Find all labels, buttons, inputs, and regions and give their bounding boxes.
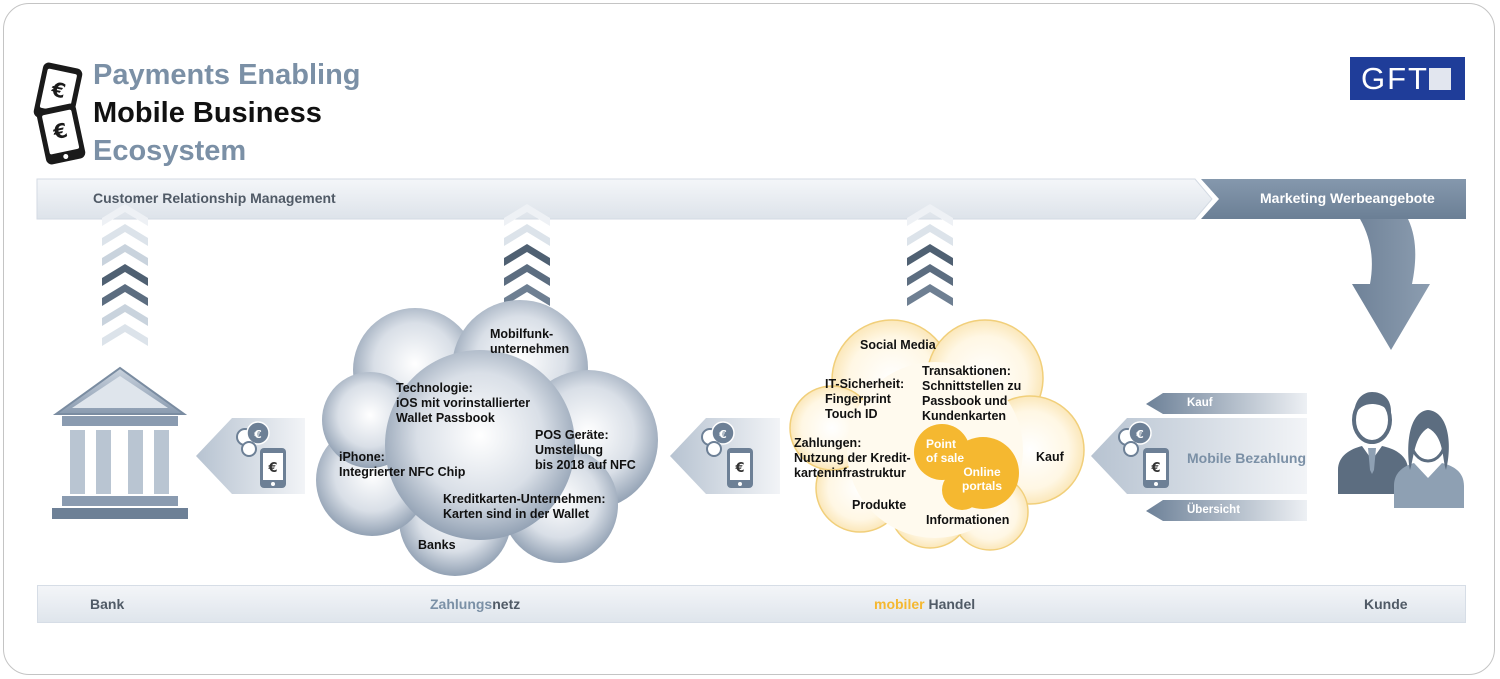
zahl-line-3: karteninfrastruktur [794, 466, 906, 480]
bottom-category-bar [37, 585, 1466, 623]
iphone-label: iPhone: Integrierter NFC Chip [339, 450, 465, 480]
mobilfunk-label: Mobilfunk- unternehmen [490, 327, 569, 357]
trans-line-1: Transaktionen: [922, 364, 1011, 378]
mobile-bezahlung-label: Mobile Bezahlung [1187, 450, 1306, 466]
euro-coins-icon: € [701, 421, 735, 457]
iphone-line-1: iPhone: [339, 450, 385, 464]
it-line-2: Fingerprint [825, 392, 891, 406]
chevron-up-stack-bank [102, 204, 148, 346]
bottom-label-zahlungsnetz: Zahlungsnetz [430, 596, 520, 612]
kredit-line-2: Karten sind in der Wallet [443, 507, 590, 521]
mobilfunk-line-1: Mobilfunk- [490, 327, 554, 341]
gft-logo: GFT [1350, 57, 1465, 100]
crm-bar [36, 178, 1213, 220]
online-line-2: portals [962, 479, 1003, 493]
trans-line-2: Schnittstellen zu [922, 379, 1022, 393]
social-media-label: Social Media [860, 338, 936, 352]
phone-euro-icon: € [727, 448, 753, 488]
diagram-frame [3, 3, 1495, 675]
it-line-1: IT-Sicherheit: [825, 377, 905, 391]
trans-line-3: Passbook und [922, 394, 1008, 408]
technologie-line-2: iOS mit vorinstallierter [396, 396, 531, 410]
transaktionen-label: Transaktionen: Schnittstellen zu Passboo… [922, 364, 1021, 424]
uebersicht-pill[interactable] [1146, 500, 1307, 521]
kauf-flow-label: Kauf [1187, 397, 1213, 409]
mobile-payment-phones-icon: € € [33, 62, 86, 165]
online-portals-label: Online portals [962, 465, 1002, 493]
chevron-up-stack-commerce [907, 204, 953, 306]
customer-people-icon [1338, 392, 1464, 508]
zahlungsnetz-part-1: Zahlungs [430, 596, 493, 612]
it-line-3: Touch ID [825, 407, 878, 421]
marketing-label: Marketing Werbeangebote [1260, 190, 1435, 206]
pos-line-2: Umstellung [535, 443, 604, 457]
technologie-label: Technologie: iOS mit vorinstallierter Wa… [396, 381, 530, 426]
phone-euro-icon: € [260, 448, 286, 488]
svg-text:€: € [48, 77, 68, 104]
svg-text:€: € [1150, 461, 1160, 476]
title-line-3: Ecosystem [93, 135, 247, 167]
svg-text:€: € [253, 428, 262, 441]
svg-text:€: € [267, 461, 277, 476]
iphone-line-2: Integrierter NFC Chip [339, 465, 466, 479]
bottom-label-bank: Bank [90, 596, 125, 612]
phone-euro-icon: € [1143, 448, 1169, 488]
pos-line-1: POS Geräte: [535, 428, 609, 442]
point-of-sale-line-1: Point [926, 437, 956, 451]
crm-label: Customer Relationship Management [93, 190, 336, 206]
banks-label: Banks [418, 538, 456, 552]
gft-logo-text: GFT [1361, 61, 1429, 96]
mobilfunk-line-2: unternehmen [490, 342, 570, 356]
technologie-line-1: Technologie: [396, 381, 473, 395]
it-sicherheit-label: IT-Sicherheit: Fingerprint Touch ID [825, 377, 904, 422]
svg-text:€: € [734, 461, 744, 476]
title-line-2: Mobile Business [93, 97, 322, 129]
title-line-1: Payments Enabling [93, 59, 361, 91]
bottom-label-mobiler-handel: mobiler Handel [874, 596, 975, 612]
uebersicht-flow-label: Übersicht [1187, 504, 1241, 516]
handel-part-1: mobiler [874, 596, 925, 612]
page-title: Payments Enabling Mobile Business Ecosys… [93, 56, 361, 170]
pos-line-3: bis 2018 auf NFC [535, 458, 636, 472]
zahlungen-label: Zahlungen: Nutzung der Kredit- karteninf… [794, 436, 911, 481]
mobile-commerce-cloud [789, 319, 1085, 551]
payment-network-cloud [316, 300, 658, 576]
svg-text:€: € [718, 428, 727, 441]
produkte-label: Produkte [852, 498, 907, 512]
kauf-cloud-label: Kauf [1036, 450, 1064, 464]
online-line-1: Online [963, 465, 1001, 479]
zahlungsnetz-part-2: netz [492, 596, 521, 612]
svg-text:€: € [1135, 428, 1144, 441]
curved-down-arrow-icon [1352, 219, 1430, 350]
trans-line-4: Kundenkarten [922, 409, 1007, 423]
bottom-label-kunde: Kunde [1364, 596, 1408, 612]
kauf-pill[interactable] [1146, 393, 1307, 414]
pos-geraete-label: POS Geräte: Umstellung bis 2018 auf NFC [535, 428, 636, 473]
zahl-line-2: Nutzung der Kredit- [794, 451, 911, 465]
informationen-label: Informationen [926, 513, 1010, 527]
bank-building-icon [52, 366, 188, 519]
gft-logo-square [1429, 68, 1451, 90]
zahl-line-1: Zahlungen: [794, 436, 862, 450]
point-of-sale-label: Point of sale [926, 437, 964, 465]
point-of-sale-line-2: of sale [926, 451, 965, 465]
euro-coins-icon: € [1118, 421, 1152, 457]
chevron-up-stack-payment [504, 204, 550, 306]
svg-text:€: € [50, 118, 70, 145]
marketing-bar [1201, 179, 1466, 219]
kredit-line-1: Kreditkarten-Unternehmen: [443, 492, 606, 506]
technologie-line-3: Wallet Passbook [396, 411, 495, 425]
handel-part-2: Handel [924, 596, 976, 612]
euro-coins-icon: € [236, 421, 270, 457]
kreditkarten-label: Kreditkarten-Unternehmen: Karten sind in… [443, 492, 606, 522]
